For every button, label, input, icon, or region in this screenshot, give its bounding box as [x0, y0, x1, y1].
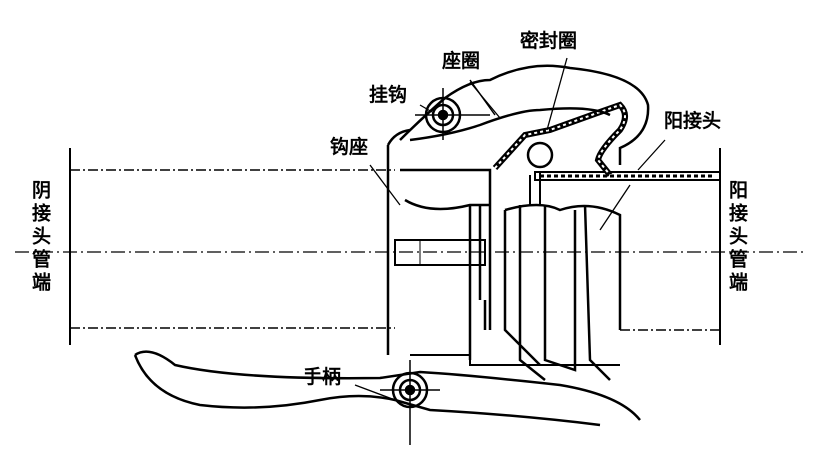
label-seat-ring: 座圈: [442, 50, 481, 72]
female-pipe: [69, 148, 395, 345]
hook-seat-body: [386, 128, 622, 381]
handle-pin: [380, 360, 440, 445]
handle: [133, 350, 641, 427]
hook-pin: [415, 88, 490, 140]
male-pipe: [534, 148, 721, 345]
label-seal-ring: 密封圈: [520, 30, 578, 52]
label-male-joint: 阳接头: [664, 110, 722, 132]
label-male-pipe-end: 阳接头管端: [726, 180, 748, 295]
leader-lines: [354, 57, 666, 401]
label-hook: 挂钩: [369, 84, 408, 106]
label-female-pipe-end: 阴接头管端: [29, 180, 51, 295]
label-hook-seat: 钩座: [330, 136, 369, 158]
label-handle: 手柄: [303, 366, 342, 388]
seal-ring: [492, 101, 628, 206]
